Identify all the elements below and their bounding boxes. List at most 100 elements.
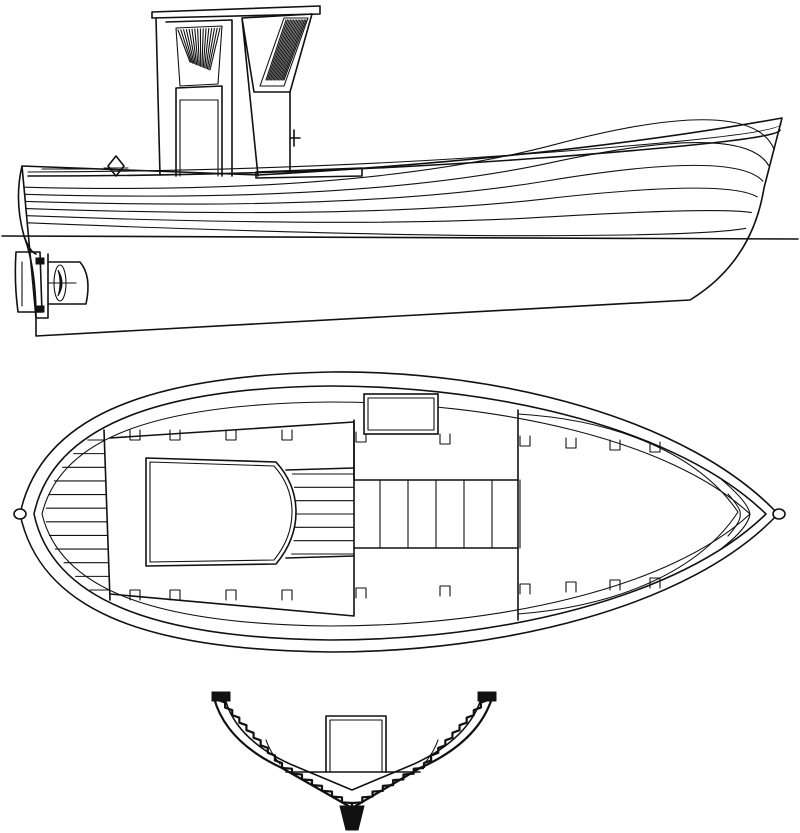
window-hatch-line xyxy=(197,28,200,67)
rudder-fitting-lower xyxy=(35,305,45,313)
frame-notch xyxy=(565,581,577,593)
ribs-starboard xyxy=(129,577,661,601)
window-hatch-line xyxy=(183,29,194,64)
ribs-port xyxy=(129,429,661,453)
cabin-top-inner xyxy=(149,461,293,563)
frame-notch xyxy=(519,583,531,595)
interior-boundary xyxy=(109,421,355,617)
wheelhouse-door-frame xyxy=(165,19,233,177)
frame-notch xyxy=(609,579,621,591)
window-hatch-line xyxy=(191,28,198,66)
window-hatch-line xyxy=(208,27,218,71)
bow-stem-inner xyxy=(727,493,741,537)
window-hatch-line xyxy=(273,19,296,81)
section-strake-steps xyxy=(217,698,284,768)
window-hatch-line xyxy=(275,19,298,81)
window-hatch-line xyxy=(276,19,299,81)
window-hatch-line xyxy=(266,19,289,81)
window-hatch-line xyxy=(280,19,304,81)
frame-notch xyxy=(609,439,621,451)
frame-notch xyxy=(355,431,367,443)
window-hatch-line xyxy=(204,27,210,69)
window-hatch-line xyxy=(185,29,195,65)
window-hatch-line xyxy=(282,19,306,81)
hull-strake xyxy=(25,187,758,214)
window-hatch-line xyxy=(279,19,302,81)
frame-notch xyxy=(281,429,293,441)
stern-fairlead xyxy=(13,508,27,520)
section-bilge-starboard xyxy=(423,739,439,765)
section-cabin-inner xyxy=(329,719,383,773)
frame-notch xyxy=(169,589,181,601)
window-hatch-line xyxy=(209,27,221,71)
wheelhouse-roof xyxy=(151,5,321,19)
section-hull-outer xyxy=(212,697,494,810)
section-gunwale-port xyxy=(211,691,231,702)
frame-notch xyxy=(439,433,451,445)
frame-notch xyxy=(565,437,577,449)
stern-deck-planking xyxy=(45,439,111,591)
rudder-fitting xyxy=(35,257,45,265)
door-handle xyxy=(289,129,301,147)
wheelhouse-front-frame xyxy=(241,13,313,177)
hull-strake xyxy=(24,142,770,197)
stern-bitt xyxy=(107,155,125,177)
wheelhouse-aft-wall xyxy=(155,17,161,176)
window-hatch-line xyxy=(272,19,295,81)
engine-hatch xyxy=(363,393,439,435)
sheer-line xyxy=(27,129,781,177)
section-strake-steps xyxy=(281,766,354,808)
hull-strake xyxy=(24,119,775,189)
section-keel xyxy=(339,805,365,831)
section-bilge-port xyxy=(265,739,281,765)
window-hatch-line xyxy=(202,28,207,68)
cabin-top xyxy=(145,457,355,567)
frame-notch xyxy=(169,429,181,441)
window-hatch-line xyxy=(205,27,213,69)
frame-notch xyxy=(439,585,451,597)
deck-plan-view xyxy=(13,371,786,653)
frame-notch xyxy=(225,589,237,601)
plan-inner-gunwale xyxy=(33,385,767,641)
transom-beam xyxy=(103,429,111,601)
midship-section-view xyxy=(211,691,497,831)
bow-fairlead xyxy=(772,508,786,520)
deck-coaming xyxy=(255,167,363,179)
cabin-side xyxy=(285,467,355,559)
section-cabin xyxy=(325,715,387,773)
frame-notch xyxy=(355,587,367,599)
window-hatch-line xyxy=(206,27,215,70)
frame-notch xyxy=(129,589,141,601)
side-elevation-view xyxy=(1,5,799,337)
section-strake-steps xyxy=(422,698,489,768)
window-hatch-line xyxy=(201,28,204,68)
hull-strake xyxy=(26,222,747,237)
frame-notch xyxy=(281,589,293,601)
wheelhouse-front-window xyxy=(259,17,309,87)
wheelhouse-door xyxy=(175,85,223,177)
cockpit-thwarts xyxy=(353,419,521,549)
wheelhouse-aft-window xyxy=(175,25,223,87)
frame-notch xyxy=(649,441,661,453)
window-hatch-line xyxy=(265,19,287,81)
foredeck-boundary xyxy=(517,413,739,615)
hull-strakes xyxy=(24,119,775,237)
window-hatch-line xyxy=(180,29,192,64)
section-strake-steps xyxy=(350,766,425,808)
bow-stem xyxy=(721,479,751,549)
section-frame-steps xyxy=(217,698,489,808)
window-hatch-line xyxy=(277,19,301,81)
frame-notch xyxy=(519,435,531,447)
cabin-top-outline xyxy=(145,457,297,567)
cabin-planking xyxy=(291,473,355,555)
hull-strake xyxy=(26,210,752,223)
engine-hatch-lid xyxy=(367,397,435,431)
stern-post xyxy=(23,235,49,319)
propeller-shaft xyxy=(47,261,89,305)
window-hatch-line xyxy=(194,28,199,66)
window-hatch-line xyxy=(270,19,293,81)
wheelhouse xyxy=(41,5,363,179)
frame-notch xyxy=(225,429,237,441)
window-hatch-line xyxy=(188,28,196,65)
